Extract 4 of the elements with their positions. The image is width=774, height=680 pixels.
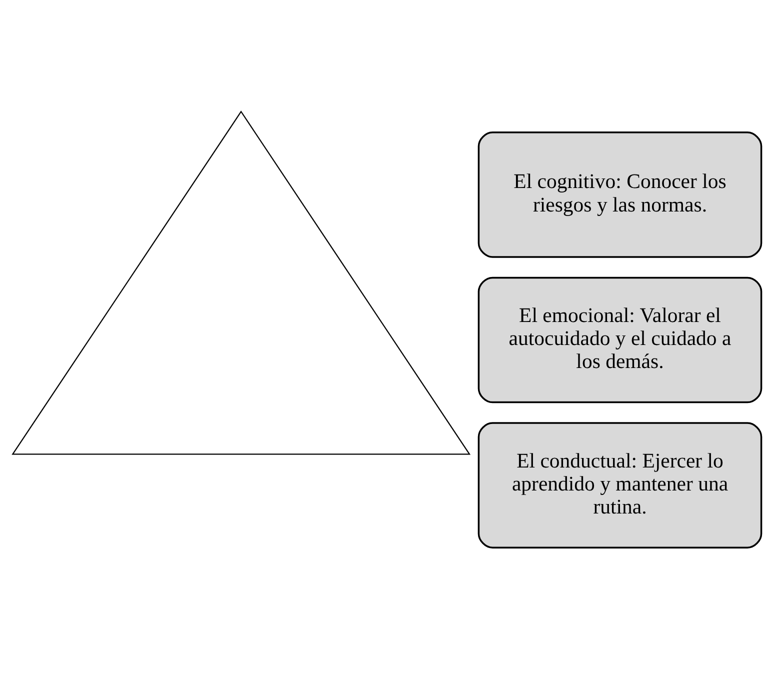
node-box: El emocional: Valorar el autocuidado y el cuidado a los demás. [478, 276, 762, 404]
node-box: El conductual: Ejercer lo aprendido y mantener una rutina. [478, 422, 762, 548]
node-box: El cognitivo: Conocer los riesgos y las normas. [478, 132, 762, 258]
node-triangle [12, 110, 471, 455]
